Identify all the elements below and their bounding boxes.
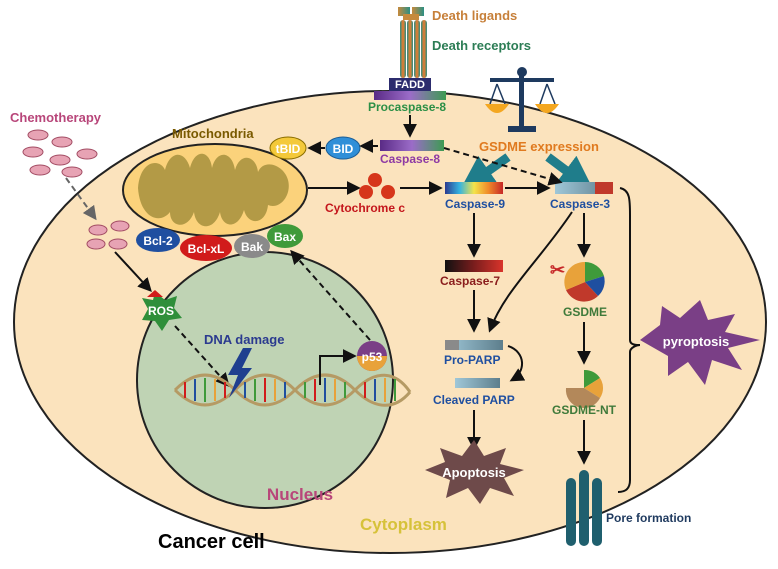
gsdme-label: GSDME bbox=[563, 305, 607, 319]
caspase9-bar bbox=[445, 182, 503, 194]
caspase3-label: Caspase-3 bbox=[550, 197, 610, 211]
dna-helix bbox=[173, 373, 412, 407]
death-receptors-label: Death receptors bbox=[432, 38, 531, 53]
pyroptosis-label: pyroptosis bbox=[663, 334, 729, 349]
death-receptor-complex: FADD bbox=[374, 7, 446, 100]
nucleus-label: Nucleus bbox=[267, 485, 333, 504]
cytochrome-c-label: Cytochrome c bbox=[325, 201, 405, 215]
pro-parp-label: Pro-PARP bbox=[444, 353, 500, 367]
caspase7-bar bbox=[445, 260, 503, 272]
bax-label: Bax bbox=[274, 230, 296, 244]
caspase8-label: Caspase-8 bbox=[380, 152, 440, 166]
ros-label: ROS bbox=[148, 304, 174, 318]
procaspase8-label: Procaspase-8 bbox=[368, 100, 446, 114]
apoptosis-label: Apoptosis bbox=[442, 465, 506, 480]
fadd-label: FADD bbox=[395, 79, 425, 91]
gsdme-icon bbox=[564, 261, 605, 302]
bid-label: BID bbox=[333, 142, 354, 156]
scissors-icon: ✂ bbox=[550, 260, 565, 280]
gsdme-nt-label: GSDME-NT bbox=[552, 403, 617, 417]
p53-label: p53 bbox=[362, 350, 383, 364]
apoptosis-burst bbox=[425, 440, 524, 504]
pore-icon bbox=[566, 470, 602, 546]
mitochondria-label: Mitochondria bbox=[172, 126, 254, 141]
cleaved-parp-label: Cleaved PARP bbox=[433, 393, 515, 407]
pro-parp-bar bbox=[445, 340, 503, 350]
cytochrome-c-balls bbox=[359, 173, 395, 199]
death-ligands-label: Death ligands bbox=[432, 8, 517, 23]
pore-formation-label: Pore formation bbox=[606, 511, 691, 525]
cytoplasm-label: Cytoplasm bbox=[360, 515, 447, 534]
caspase8-bar bbox=[380, 140, 444, 151]
ros-star bbox=[142, 292, 182, 331]
gsdme-expression-label: GSDME expression bbox=[479, 139, 599, 154]
caspase9-label: Caspase-9 bbox=[445, 197, 505, 211]
caspase7-label: Caspase-7 bbox=[440, 274, 500, 288]
mitochondria-cristae bbox=[138, 153, 289, 227]
scales-icon bbox=[485, 67, 559, 132]
chemotherapy-pills bbox=[22, 129, 98, 178]
chemotherapy-label: Chemotherapy bbox=[10, 110, 102, 125]
bclxl-label: Bcl-xL bbox=[188, 242, 225, 256]
intracellular-drug-pills bbox=[86, 220, 130, 250]
cleaved-parp-bar bbox=[455, 378, 500, 388]
bcl2-label: Bcl-2 bbox=[143, 234, 173, 248]
tbid-label: tBID bbox=[276, 142, 301, 156]
bak-label: Bak bbox=[241, 240, 263, 254]
dna-damage-label: DNA damage bbox=[204, 332, 284, 347]
lightning-icon bbox=[228, 348, 252, 398]
pyroptosis-burst bbox=[640, 300, 760, 385]
gsdme-nt-icon bbox=[565, 369, 604, 408]
cancer-cell-label: Cancer cell bbox=[158, 531, 265, 553]
